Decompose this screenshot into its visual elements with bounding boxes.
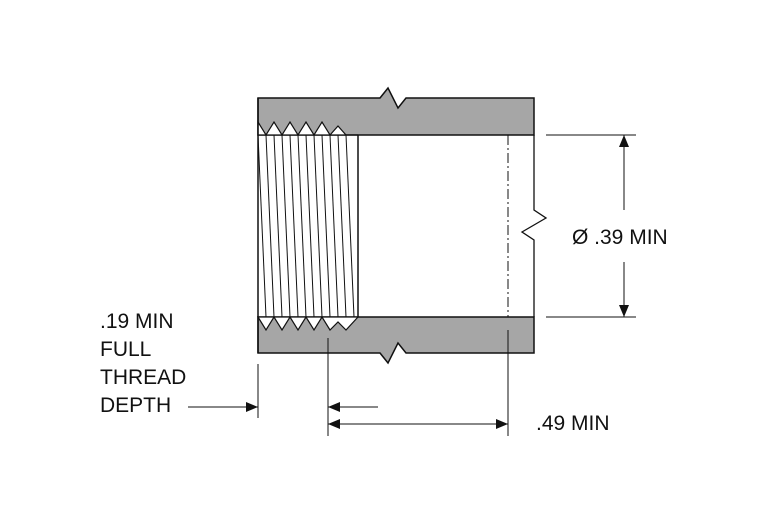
- bottom-wall: [257, 316, 535, 365]
- thread-depth-label-line2: FULL: [100, 338, 151, 361]
- thread-depth-label-line4: DEPTH: [100, 394, 171, 417]
- bottom-thread-teeth: [256, 315, 360, 332]
- diameter-label: Ø .39 MIN: [572, 226, 668, 249]
- thread-depth-label-line1: .19 MIN: [100, 310, 174, 333]
- thread-depth-label-line3: THREAD: [100, 366, 186, 389]
- top-wall: [257, 86, 535, 136]
- diameter-dimension: [546, 134, 636, 318]
- socket-depth-label: .49 MIN: [536, 412, 610, 435]
- right-break-line: [520, 135, 548, 317]
- thread-lines: [257, 134, 355, 318]
- socket-depth-dimension: [328, 330, 509, 436]
